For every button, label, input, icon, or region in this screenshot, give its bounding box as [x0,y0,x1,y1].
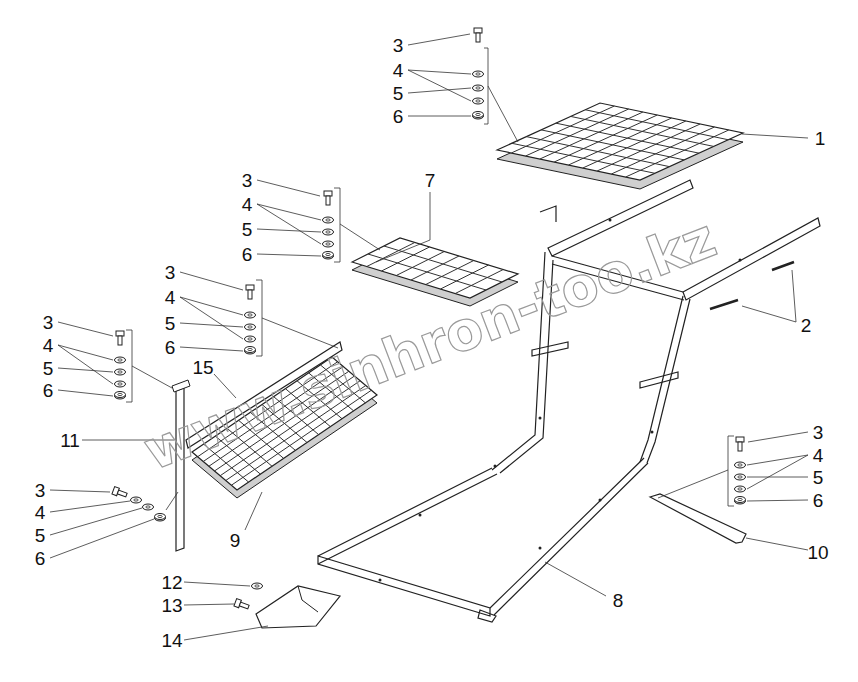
callout-number: 4 [43,336,54,355]
callout-number: 5 [813,468,824,487]
callout-number: 3 [35,481,46,500]
callout-number: 5 [393,84,404,103]
callout-number: 3 [393,36,404,55]
callout-number: 9 [230,531,241,550]
callout-number: 3 [43,313,54,332]
callout-number: 3 [242,171,253,190]
callout-number: 13 [161,596,182,615]
callout-number: 2 [801,316,812,335]
callout-number: 4 [165,288,176,307]
callout-number: 6 [165,338,176,357]
callout-number: 6 [242,245,253,264]
callout-number: 4 [813,446,824,465]
callout-number: 15 [192,358,213,377]
callout-number: 6 [35,549,46,568]
callout-number: 5 [165,314,176,333]
callout-number: 6 [813,491,824,510]
callout-number: 6 [393,107,404,126]
callout-number: 10 [807,543,828,562]
callout-number: 5 [242,220,253,239]
callout-number: 14 [161,631,182,650]
callout-number: 5 [43,359,54,378]
callout-number: 1 [815,129,826,148]
callout-number: 5 [35,526,46,545]
callout-number: 3 [165,263,176,282]
callout-number: 3 [813,423,824,442]
callout-number: 6 [43,381,54,400]
callout-number: 4 [35,503,46,522]
callout-number: 11 [60,431,80,450]
callout-number: 12 [161,573,182,592]
callout-number: 7 [425,171,436,190]
callout-number: 8 [613,591,624,610]
callout-number: 4 [242,195,253,214]
callout-number: 4 [393,61,404,80]
